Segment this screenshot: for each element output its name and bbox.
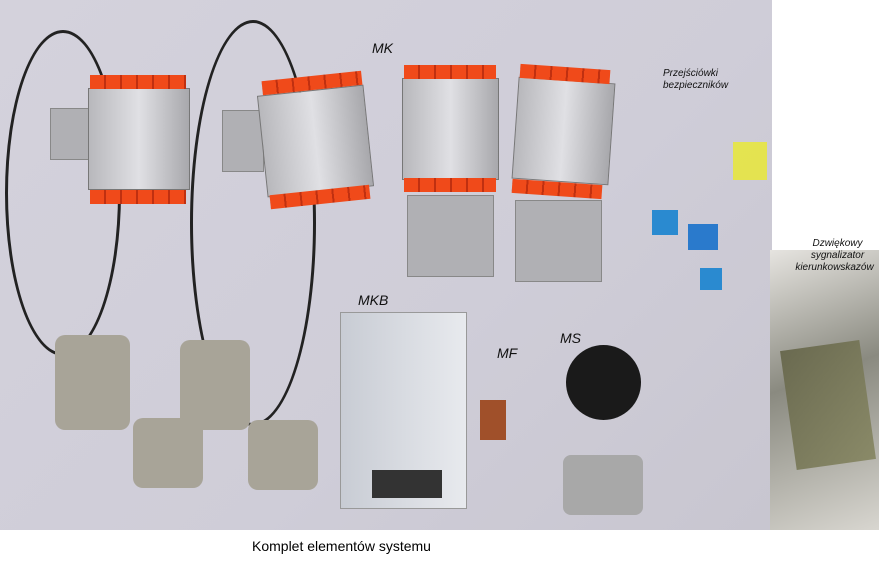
caption: Komplet elementów systemu xyxy=(252,538,431,554)
terminal-block xyxy=(90,75,186,89)
fuse-blue xyxy=(700,268,722,290)
terminal-block xyxy=(90,190,186,204)
label-line: kierunkowskazów xyxy=(795,262,874,273)
connector-plug xyxy=(133,418,203,488)
terminal-block xyxy=(404,65,496,79)
ms-bracket xyxy=(563,455,643,515)
relay-module xyxy=(511,76,616,186)
label-buzzer: Dzwiękowy sygnalizator kierunkowskazów xyxy=(795,238,875,274)
terminal-block xyxy=(404,178,496,192)
fuse-blue xyxy=(688,224,718,250)
label-fuse-adapters: Przejściówki bezpieczników xyxy=(663,68,728,92)
fuse-blue xyxy=(652,210,678,235)
relay-module xyxy=(88,88,190,190)
label-ms: MS xyxy=(560,330,581,346)
label-mf: MF xyxy=(497,345,518,361)
label-mk: MK xyxy=(372,40,393,56)
mkb-connector xyxy=(372,470,442,498)
relay-module xyxy=(402,78,499,180)
label-line: bezpieczników xyxy=(663,80,729,91)
label-line: sygnalizator xyxy=(810,250,865,261)
label-line: Przejściówki xyxy=(663,68,719,79)
mounting-plate xyxy=(50,108,92,160)
buzzer-enclosure xyxy=(780,340,876,470)
mounting-plate xyxy=(515,200,602,282)
connector-plug xyxy=(180,340,250,430)
connector-plug xyxy=(248,420,318,490)
connector-plug xyxy=(55,335,130,430)
label-line: Dzwiękowy xyxy=(812,238,863,249)
components-photo: MK Przejściówki bezpieczników MKB MF MS xyxy=(0,0,772,530)
label-mkb: MKB xyxy=(358,292,389,308)
buzzer xyxy=(566,345,641,420)
relay-module xyxy=(256,84,375,198)
mounting-plate xyxy=(407,195,494,277)
buzzer-signaler-photo xyxy=(770,250,879,530)
mounting-plate xyxy=(222,110,264,172)
fuse-yellow xyxy=(733,142,767,180)
mf-fuse-holder xyxy=(480,400,506,440)
